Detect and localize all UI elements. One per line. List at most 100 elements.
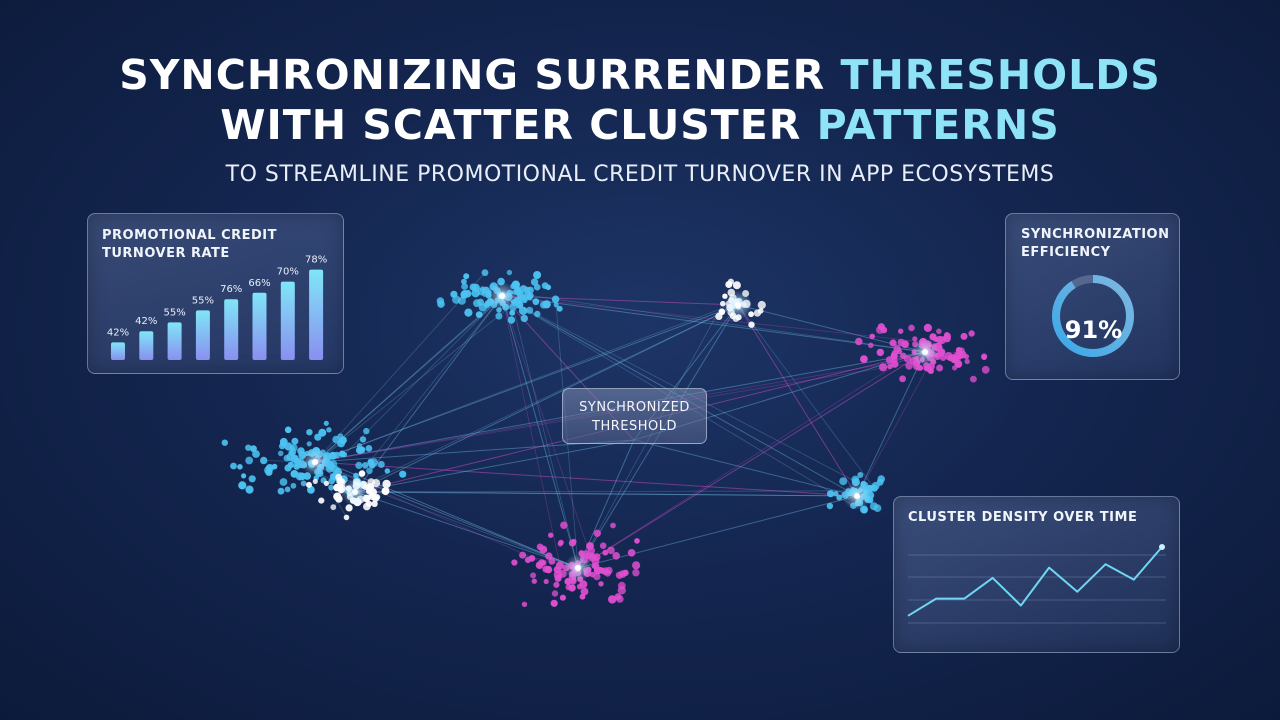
scatter-point: [553, 302, 559, 308]
turnover-bar: [280, 281, 295, 360]
scatter-point: [753, 309, 762, 317]
scatter-point: [530, 572, 537, 579]
scatter-point: [260, 456, 268, 465]
scatter-point: [981, 365, 990, 374]
connection-line: [314, 461, 858, 497]
scatter-point: [279, 478, 288, 486]
connection-line: [475, 287, 926, 353]
scatter-point: [460, 291, 468, 299]
connection-line: [338, 476, 579, 569]
turnover-bar-chart: 42%42%55%55%76%66%70%78%: [107, 255, 327, 360]
scatter-point: [898, 328, 904, 334]
scatter-point: [332, 435, 340, 444]
scatter-point: [725, 281, 733, 288]
scatter-point: [384, 468, 390, 474]
scatter-point: [241, 473, 247, 479]
scatter-point: [362, 462, 369, 469]
scatter-point: [539, 545, 548, 554]
turnover-bar: [224, 299, 239, 360]
density-panel-title: CLUSTER DENSITY OVER TIME: [908, 510, 1138, 525]
scatter-point: [545, 552, 553, 560]
scatter-point: [855, 337, 863, 346]
scatter-point: [550, 599, 558, 607]
scatter-point: [306, 429, 313, 436]
scatter-point: [356, 443, 363, 449]
scatter-point: [471, 289, 480, 298]
connection-line: [577, 495, 858, 569]
hub-node: [499, 293, 505, 299]
scatter-point: [495, 312, 503, 320]
turnover-bar-label: 70%: [277, 267, 299, 278]
scatter-point: [371, 500, 378, 507]
scatter-point: [545, 284, 552, 291]
scatter-point: [461, 283, 468, 290]
scatter-point: [899, 375, 906, 383]
scatter-point: [328, 484, 334, 491]
scatter-point: [732, 281, 741, 290]
turnover-bar-label: 76%: [220, 284, 242, 295]
scatter-point: [555, 561, 565, 570]
scatter-point: [482, 286, 490, 294]
scatter-point: [358, 470, 366, 477]
scatter-point: [287, 461, 294, 469]
scatter-point: [366, 467, 373, 475]
scatter-point: [860, 355, 868, 363]
scatter-point: [245, 444, 252, 451]
panel-title-line: TURNOVER RATE: [102, 246, 230, 261]
scatter-point: [530, 278, 539, 286]
scatter-point: [917, 365, 924, 371]
scatter-point: [284, 486, 291, 493]
scatter-point: [548, 532, 554, 538]
scatter-point: [238, 481, 247, 490]
hub-node: [575, 565, 581, 571]
connection-line: [354, 491, 858, 497]
scatter-point: [564, 577, 572, 586]
scatter-point: [277, 450, 284, 457]
scatter-point: [277, 487, 285, 495]
connection-line: [354, 491, 579, 569]
scatter-point: [981, 353, 988, 360]
scatter-point: [289, 451, 296, 457]
connection-line: [737, 304, 875, 489]
scatter-point: [956, 349, 963, 356]
scatter-point: [887, 363, 893, 370]
connection-line: [501, 295, 924, 343]
scatter-point: [365, 445, 373, 452]
scatter-point: [245, 456, 254, 465]
scatter-point: [473, 299, 481, 308]
scatter-point: [312, 478, 318, 484]
scatter-point: [523, 291, 532, 300]
subtitle: TO STREAMLINE PROMOTIONAL CREDIT TURNOVE…: [225, 162, 1055, 187]
scatter-point: [511, 559, 518, 566]
connection-line: [314, 304, 739, 463]
scatter-point: [598, 581, 604, 587]
scatter-point: [901, 340, 909, 349]
connection-line: [737, 304, 926, 353]
scatter-point: [230, 462, 237, 470]
scatter-point: [250, 445, 257, 453]
connection-line: [354, 439, 635, 493]
scatter-point: [826, 502, 834, 510]
scatter-point: [353, 472, 359, 479]
scatter-point: [632, 569, 640, 577]
scatter-point: [970, 375, 977, 383]
scatter-point: [326, 427, 332, 433]
density-line-chart: [907, 544, 1166, 624]
connection-line: [314, 302, 736, 463]
scatter-point: [833, 491, 839, 497]
scatter-point: [610, 522, 616, 529]
scatter-point: [514, 288, 522, 296]
scatter-point: [363, 427, 370, 435]
cluster-right-magenta: [855, 323, 990, 383]
scatter-point: [836, 494, 843, 501]
title-line-1: SYNCHRONIZING SURRENDER THRESHOLDS: [0, 50, 1280, 100]
connection-line: [314, 295, 503, 463]
connection-line: [501, 295, 739, 306]
cluster-hubs: [301, 282, 939, 582]
scatter-point: [323, 420, 329, 426]
scatter-point: [335, 473, 343, 481]
connection-line: [577, 343, 929, 569]
scatter-point: [905, 362, 913, 370]
title-line-2: WITH SCATTER CLUSTER PATTERNS: [0, 100, 1280, 150]
scatter-point: [748, 321, 755, 328]
